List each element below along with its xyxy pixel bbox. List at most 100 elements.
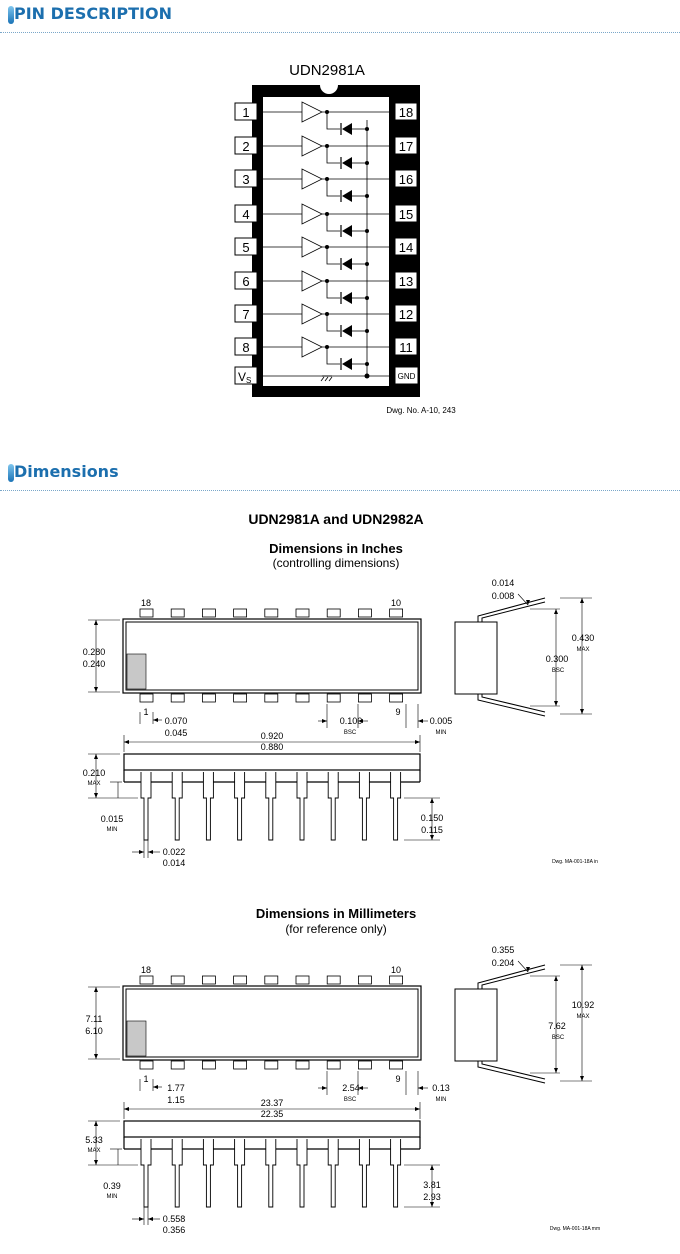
pin-number-left: 3 [242,172,249,187]
arrowhead [526,967,530,972]
arrowhead [358,719,363,723]
dimension-label: 7.11 [86,1014,103,1024]
pin-number-right: 14 [399,240,413,255]
dimension-line [517,960,529,973]
arrowhead [430,835,434,840]
inch-subtitle: (controlling dimensions) [273,556,400,570]
arrowhead [94,1121,98,1126]
lead-pad-bottom [264,1060,279,1070]
lead-pad-bottom [389,693,404,703]
lead-side [140,1139,152,1208]
pin-label: 18 [141,965,151,975]
lead-pad-top [295,975,310,985]
lead-pad-bottom [139,1060,154,1070]
arrowhead [124,740,129,744]
lead-pad-bottom [201,1060,216,1070]
lead-side [327,1139,339,1208]
lead-side [296,772,308,841]
lead-end-view [477,964,546,1084]
bullet-icon [8,464,14,482]
arrowhead [415,1107,420,1111]
arrowhead [94,754,98,759]
arrowhead [526,600,530,605]
dimension-line [517,593,529,606]
internal-circuit [263,101,395,382]
dimension-label: 0.022 [163,847,186,857]
dimension-label: MIN [107,1194,118,1200]
lead-pad-top [389,608,404,618]
ic-inner [263,97,389,386]
mm-drawing: Dimensions in Millimeters (for reference… [85,906,600,1235]
dimension-label: MIN [436,1097,447,1103]
dimension-label: 0.13 [432,1083,450,1093]
lead-pad-top [326,608,341,618]
pin-box-right [394,237,418,256]
mm-title: Dimensions in Millimeters [256,906,416,921]
diode-symbol [342,190,352,202]
lead-side [358,1139,370,1208]
lead-pad-top [357,608,372,618]
pin-description-header: PIN DESCRIPTION [0,0,680,34]
dimension-label: 0.240 [83,659,106,669]
pin-number-left: 4 [242,207,249,222]
lead-pad-top [170,975,185,985]
arrowhead [554,976,558,981]
package-end-view [454,621,498,695]
lead-side [265,772,277,841]
dimension-label: 0.920 [261,731,284,741]
package-top-view [125,988,419,1058]
package-title: UDN2981A and UDN2982A [248,511,423,527]
lead-pad-top [326,975,341,985]
dimension-label: 0.045 [165,728,188,738]
lead-end-view [477,597,546,717]
dimension-label: 0.014 [163,858,186,868]
buffer-symbol [301,336,323,358]
pin-number-right: 11 [399,340,413,355]
pin-number-left: 1 [242,105,249,120]
pin-label: 10 [391,965,401,975]
diode-wire [326,247,340,265]
lead-side [390,1139,402,1208]
dimension-label: 0.115 [421,825,443,835]
dimension-label: 0.558 [163,1214,186,1224]
arrowhead [554,1068,558,1073]
lead-side [265,1139,277,1208]
arrowhead [148,1217,153,1221]
pin-box-left [234,304,258,323]
pin-label: 1 [143,1074,148,1084]
pin-label: 9 [395,707,400,717]
diode-symbol [342,123,352,135]
lead-pad-top [264,608,279,618]
arrowhead [554,609,558,614]
diode-symbol [342,292,352,304]
diode-symbol [342,225,352,237]
dimension-label: 6.10 [85,1026,103,1036]
package-side-view [123,753,421,771]
diode-symbol [342,358,352,370]
pin-box-right [394,204,418,223]
dimension-label: 0.39 [103,1181,121,1191]
arrowhead [418,1086,423,1090]
dimension-label: MIN [436,730,447,736]
pin-number-left: 5 [242,240,249,255]
diode-wire [326,281,340,299]
lead-pad-top [139,975,154,985]
pin-number-left: 7 [242,307,249,322]
lead-side [358,772,370,841]
pin-label-vs: VS [238,370,251,385]
dimension-label: 23.37 [261,1098,284,1108]
drawing-number: Dwg. MA-001-18A in [552,859,598,865]
arrowhead [322,719,327,723]
pin-number-left: 2 [242,139,249,154]
pin-box-left [234,271,258,290]
lead-side [171,772,183,841]
section-title: PIN DESCRIPTION [14,4,172,23]
arrowhead [580,709,584,714]
dimension-label: MAX [87,1148,100,1154]
bullet-icon [8,6,14,24]
lead-pad-top [233,608,248,618]
arrowhead [153,718,158,722]
drawing-number: Dwg. MA-001-18A mm [550,1226,600,1232]
